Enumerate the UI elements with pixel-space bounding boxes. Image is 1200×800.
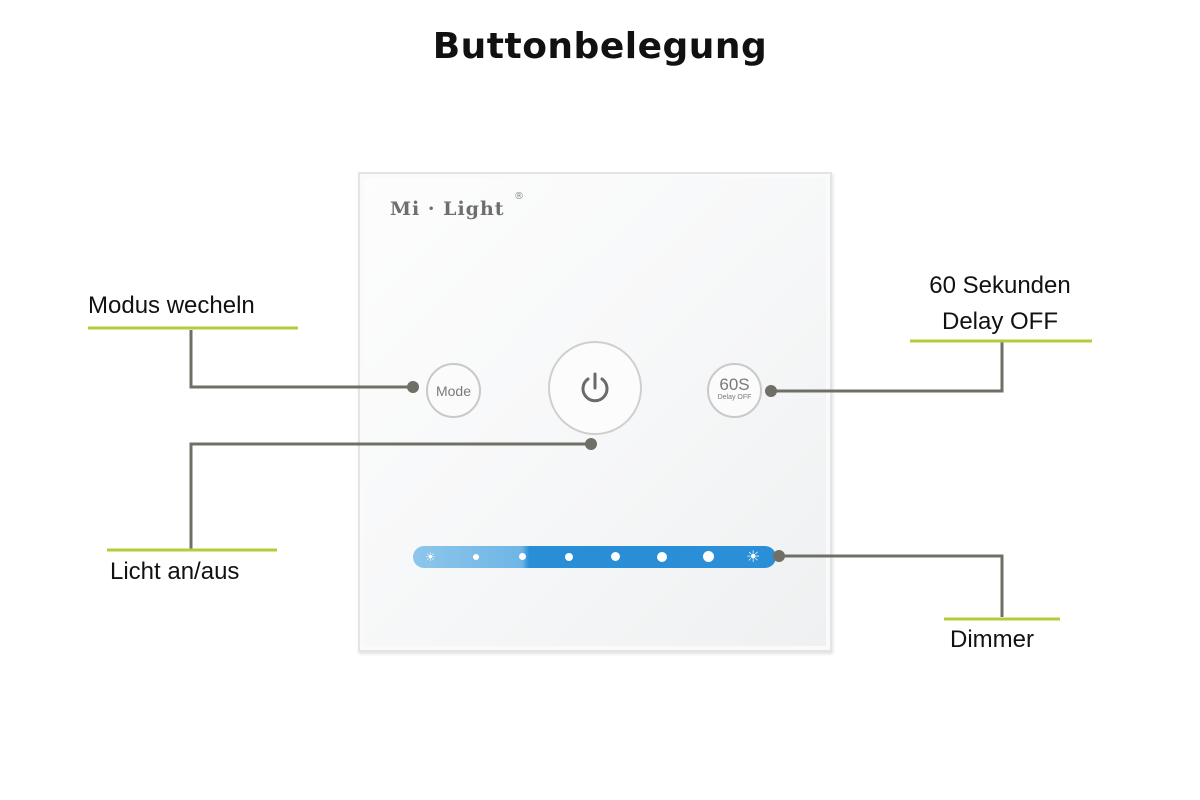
dimmer-dot <box>703 551 714 562</box>
dimmer-dot <box>657 552 667 562</box>
power-leader-line <box>189 442 591 550</box>
power-callout-label: Licht an/aus <box>110 558 240 585</box>
dimmer-dot <box>473 554 479 560</box>
delay-button-sublabel: Delay OFF <box>717 394 752 401</box>
dimmer-dot <box>611 552 620 561</box>
dimmer-dot <box>519 553 526 560</box>
sun-small-icon: ☀ <box>425 550 436 564</box>
delay-button-label: 60S <box>719 375 750 394</box>
page-title: Buttonbelegung <box>432 26 768 67</box>
delay-callout-label: 60 Sekunden Delay OFF <box>900 268 1100 340</box>
mode-callout-label: Modus wecheln <box>88 292 255 319</box>
power-leader-dot <box>585 438 597 450</box>
delay-leader-dot <box>765 385 777 397</box>
dimmer-dot <box>565 553 573 561</box>
mode-button-label: Mode <box>435 382 472 399</box>
delay-callout-line2: Delay OFF <box>941 308 1058 335</box>
delay-off-button[interactable]: 60S Delay OFF <box>707 363 762 418</box>
mode-leader-line <box>189 330 413 389</box>
dimmer-slider[interactable]: ☀ ☀ <box>413 546 776 568</box>
power-button[interactable] <box>548 341 642 435</box>
sun-large-icon: ☀ <box>746 547 761 566</box>
dimmer-leader-dot <box>773 550 785 562</box>
dimmer-leader-line <box>779 554 1004 617</box>
power-icon <box>581 372 609 403</box>
mode-button[interactable]: Mode <box>426 363 481 418</box>
brand-logo: Mi · Light <box>390 198 505 220</box>
dimmer-callout-label: Dimmer <box>950 626 1034 653</box>
delay-callout-line1: 60 Sekunden <box>929 272 1071 299</box>
mode-leader-dot <box>407 381 419 393</box>
delay-leader-line <box>771 342 1004 393</box>
registered-mark: ® <box>514 191 524 202</box>
